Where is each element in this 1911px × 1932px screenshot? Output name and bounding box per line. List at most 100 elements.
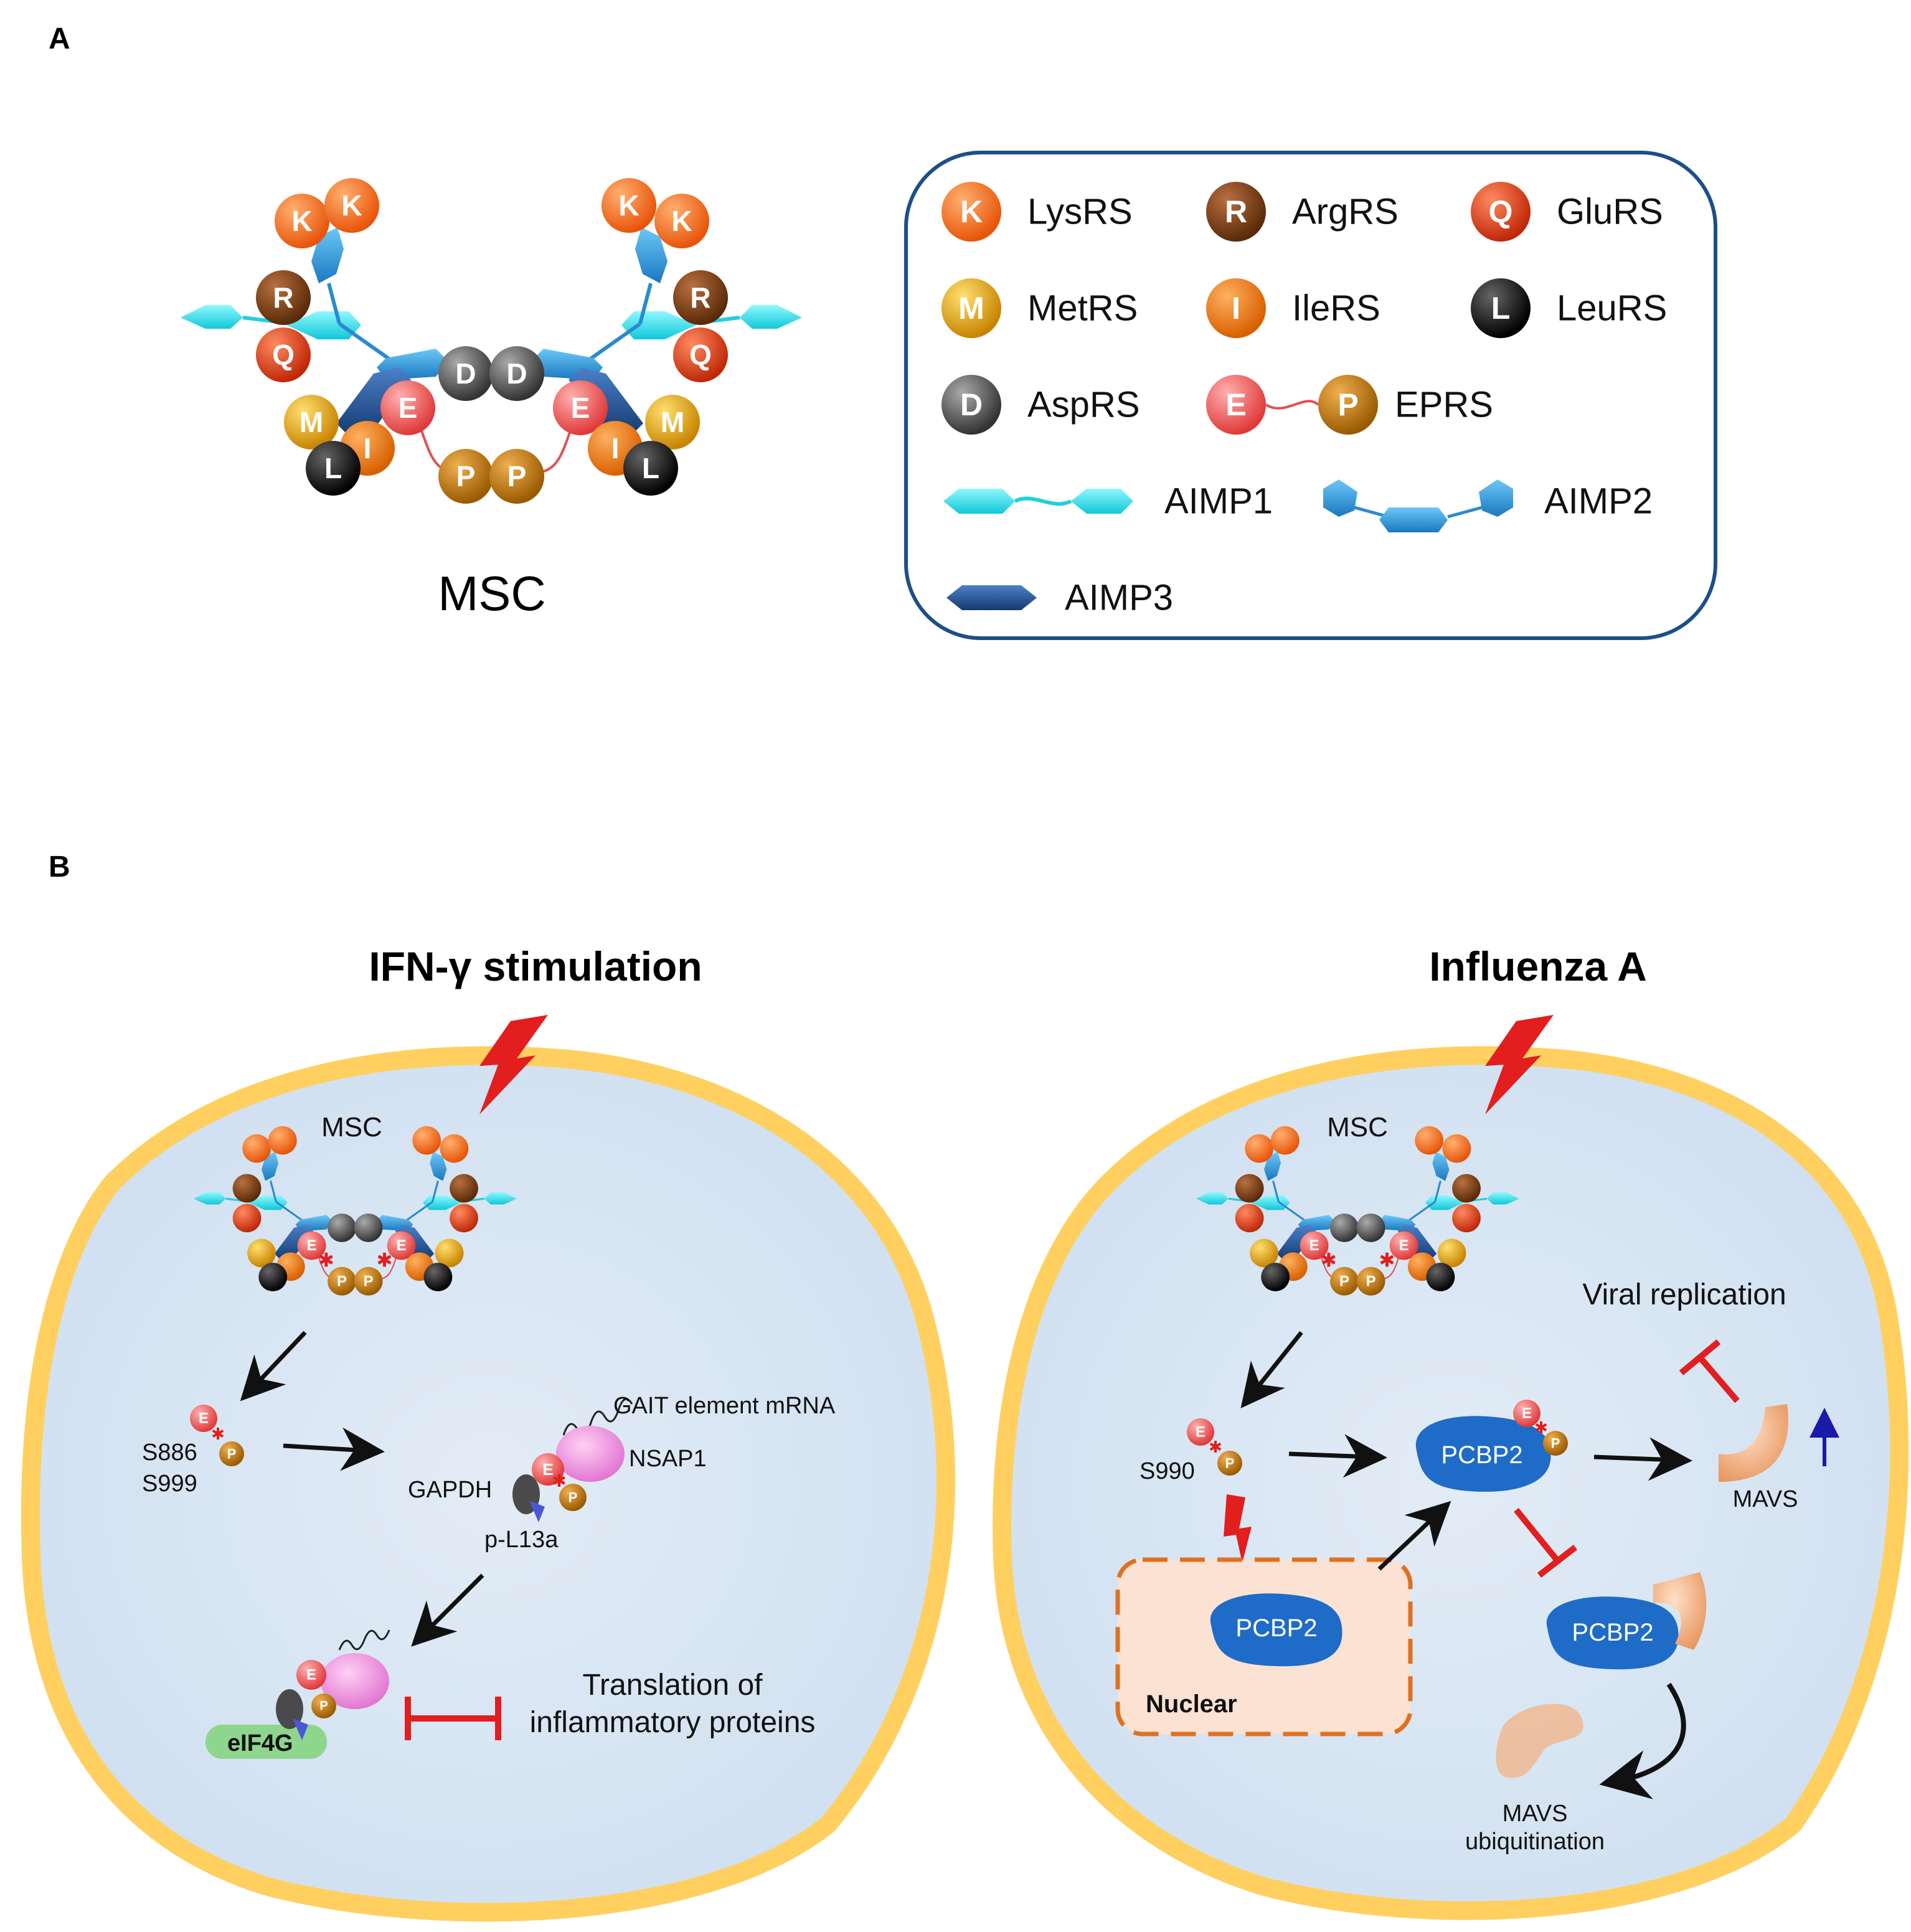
ifn-msc-label: MSC: [321, 1112, 382, 1143]
msc-small-subunit-d-9: [354, 1213, 383, 1242]
ifn-cell: IFN-γ stimulation MSC: [21, 943, 955, 1922]
svg-text:Q: Q: [689, 339, 712, 371]
svg-text:P: P: [319, 1699, 328, 1713]
msc-complex-diagram: [181, 227, 802, 474]
msc-small-subunit-e-7: E: [297, 1231, 326, 1260]
inhibition-bar-translation: [405, 1697, 501, 1740]
msc-small-subunit-q-16: [1452, 1204, 1481, 1233]
inhibit-pcbp2-line: [1514, 1507, 1559, 1562]
svg-text:E: E: [1309, 1237, 1319, 1254]
arrow-to-ubiquitination: [1599, 1682, 1686, 1799]
inhibit-viral-line: [1697, 1355, 1740, 1403]
svg-text:R: R: [690, 281, 710, 314]
svg-text:K: K: [618, 189, 639, 222]
msc-subunit-k-1: K: [324, 178, 379, 233]
msc-subunit-e-10: E: [553, 380, 608, 435]
msc-subunit-m-17: M: [645, 395, 700, 450]
svg-text:L: L: [642, 452, 659, 484]
svg-text:L: L: [1491, 291, 1511, 326]
msc-small-subunit-m-4: [1250, 1238, 1278, 1268]
influenza-lightning-icon: [1485, 1015, 1554, 1114]
arrow-gait-to-eif4g: [411, 1573, 484, 1647]
phospho-star-icon: ✱: [1321, 1249, 1337, 1271]
msc-small-subunit-m-4: [247, 1238, 276, 1268]
msc-small-subunit-l-6: [258, 1263, 288, 1291]
svg-text:E: E: [571, 392, 590, 424]
legend-label-aimp3: AIMP3: [1065, 578, 1173, 618]
svg-text:P: P: [1338, 387, 1358, 422]
arrow-eprs-to-gait: [283, 1427, 385, 1471]
svg-text:E: E: [399, 392, 418, 424]
msc-subunit-r-15: R: [673, 270, 728, 325]
msc-subunit-r-2: R: [256, 270, 311, 325]
msc-subunit-d-9: D: [489, 346, 544, 401]
legend-aimp2-shape: [1323, 479, 1513, 532]
msc-small-subunit-r-2: [232, 1174, 262, 1203]
nuclear-label: Nuclear: [1146, 1690, 1237, 1718]
aimp1-right: [621, 305, 802, 339]
svg-text:K: K: [671, 205, 692, 237]
msc-small-subunit-r-2: [1235, 1174, 1264, 1203]
msc-small-subunit-m-17: [1437, 1238, 1466, 1268]
msc-small-subunit-k-14: [440, 1134, 469, 1163]
legend-aimp1-shape: [943, 489, 1133, 514]
msc-subunit-p-11: P: [438, 449, 493, 504]
svg-text:M: M: [300, 406, 323, 438]
msc-small-subunit-d-8: [1330, 1213, 1359, 1242]
msc-small-subunit-l-19: [1426, 1263, 1455, 1291]
svg-text:E: E: [306, 1667, 316, 1684]
msc-small-subunit-q-16: [450, 1204, 478, 1233]
phospho-star-icon: ✱: [211, 1425, 225, 1443]
panel-b-letter: B: [49, 851, 70, 884]
pl13a-label: p-L13a: [484, 1527, 559, 1553]
svg-text:I: I: [1232, 291, 1240, 326]
pcbp2-nuclear-label: PCBP2: [1235, 1614, 1317, 1642]
pcbp2-nuclear-shape: [1210, 1593, 1342, 1667]
legend-ball-glurs: Q: [1471, 182, 1531, 242]
ifn-lightning-icon: [479, 1015, 548, 1114]
svg-text:P: P: [1225, 1456, 1235, 1471]
svg-text:P: P: [227, 1446, 237, 1462]
phospho-star-icon: ✱: [377, 1249, 393, 1271]
svg-text:P: P: [1551, 1436, 1560, 1451]
svg-text:K: K: [960, 194, 983, 229]
svg-text:R: R: [273, 281, 293, 314]
svg-text:Q: Q: [272, 339, 295, 371]
msc-label-a: MSC: [438, 566, 545, 621]
svg-text:E: E: [1225, 387, 1246, 422]
msc-small-subunit-l-19: [423, 1263, 453, 1291]
svg-text:K: K: [291, 205, 312, 237]
eif4g-shape: [205, 1725, 327, 1759]
l13a-shape: [529, 1501, 545, 1522]
msc-small-subunit-k-1: [268, 1126, 297, 1155]
legend-label-eprs: EPRS: [1395, 385, 1493, 425]
pcbp2-main-label: PCBP2: [1441, 1441, 1522, 1469]
svg-text:P: P: [456, 460, 476, 492]
pcbp2-mavs-label: PCBP2: [1572, 1619, 1653, 1646]
viral-replication-label: Viral replication: [1582, 1278, 1786, 1311]
msc-subunit-k-13: K: [602, 178, 656, 233]
msc-small-subunit-k-13: [1415, 1126, 1444, 1155]
aimp1-left: [193, 1192, 288, 1210]
svg-text:P: P: [337, 1273, 347, 1289]
legend-ball-ilers: I: [1206, 278, 1266, 338]
legend-aimp3-shape: [946, 585, 1037, 610]
msc-subunit-q-16: Q: [673, 327, 728, 382]
site-s886: S886: [142, 1440, 197, 1466]
arrow-pcbp2-to-mavs: [1593, 1437, 1692, 1481]
legend-label-leurs: LeuRS: [1557, 288, 1667, 329]
msc-small-subunit-d-8: [328, 1213, 356, 1242]
outcome-line2: inflammatory proteins: [530, 1706, 816, 1739]
svg-text:M: M: [661, 406, 684, 438]
svg-text:K: K: [341, 189, 362, 222]
legend-ball-argrs: R: [1206, 182, 1266, 242]
msc-small-subunit-p-12: P: [1356, 1266, 1385, 1296]
svg-text:P: P: [1366, 1273, 1376, 1289]
msc-subunit-q-3: Q: [256, 327, 311, 382]
legend-label-glurs: GluRS: [1557, 192, 1663, 232]
legend-ball-leurs: L: [1471, 278, 1531, 338]
influenza-pathway: E P ✱ S990 PCBP2 E P ✱ PCBP2 Nuclear MAV…: [1115, 1278, 1839, 1855]
svg-text:E: E: [397, 1237, 407, 1254]
msc-small-subunit-k-1: [1270, 1126, 1300, 1155]
